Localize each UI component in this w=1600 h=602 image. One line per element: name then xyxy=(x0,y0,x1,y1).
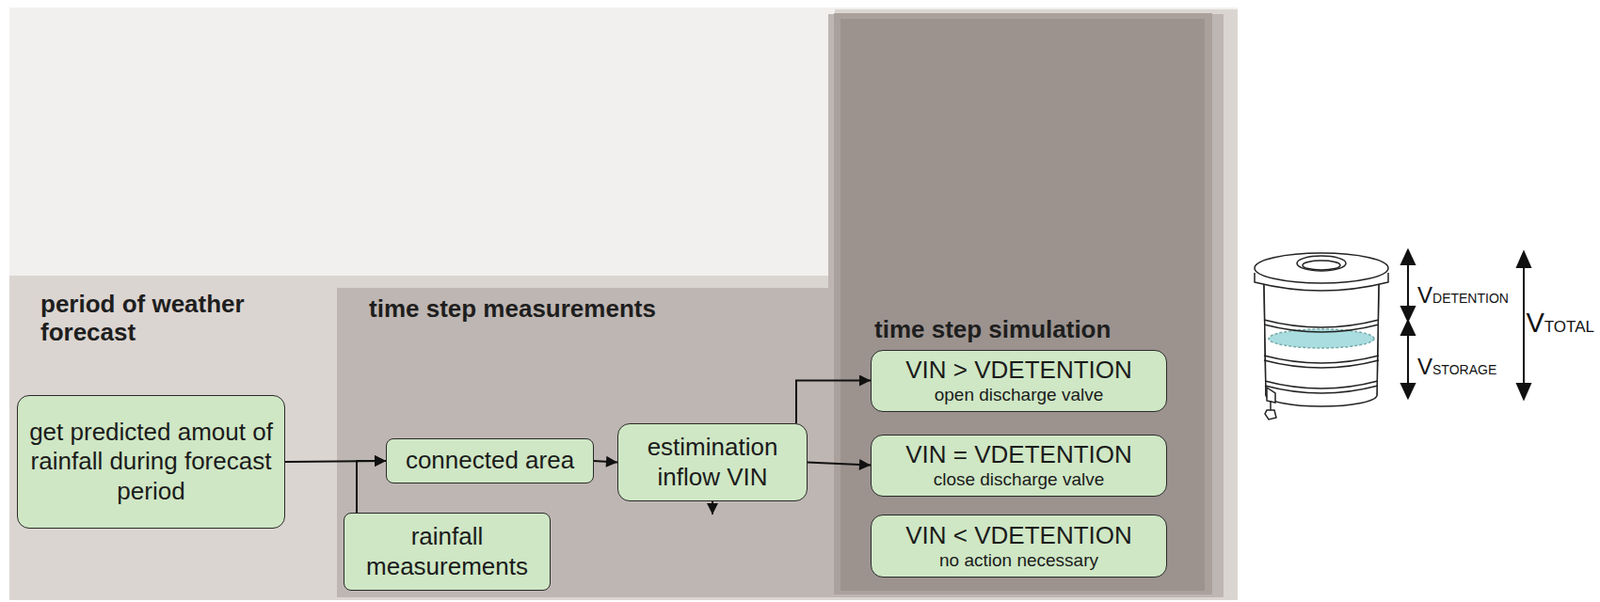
volume-label: VTOTAL xyxy=(1525,307,1595,339)
measurement-band: time step measurements time step simulati… xyxy=(336,288,1224,598)
box-text: connected area xyxy=(405,446,575,476)
flow-arrow xyxy=(356,461,386,513)
flow-arrow xyxy=(807,463,871,466)
flow-arrow xyxy=(593,461,618,464)
box-subtext: open discharge valve xyxy=(934,384,1104,406)
flow-arrow xyxy=(711,501,714,515)
process-box: get predicted amout of rainfall during f… xyxy=(16,395,286,529)
band-heading: time step simulation xyxy=(874,316,1111,345)
box-text: get predicted amout of rainfall during f… xyxy=(27,417,275,507)
simulation-band: time step simulationVIN > VDETENTIONopen… xyxy=(840,18,1205,592)
volume-label: VSTORAGE xyxy=(1417,353,1497,381)
simulation-panel xyxy=(840,18,1205,592)
dimension-arrows xyxy=(1401,250,1531,400)
process-box: connected area xyxy=(385,438,594,484)
process-box: VIN > VDETENTIONopen discharge valve xyxy=(870,350,1168,413)
band-heading: period of weather forecast xyxy=(40,290,281,348)
box-text: VIN < VDETENTION xyxy=(905,521,1133,551)
box-text: VIN > VDETENTION xyxy=(905,355,1133,385)
forecast-band: period of weather forecast time step meas… xyxy=(9,275,1238,601)
measurement-panel xyxy=(336,14,1224,598)
forecast-panel xyxy=(9,9,1238,601)
box-text: rainfall measurements xyxy=(353,522,541,581)
simulation-frame xyxy=(833,13,1213,595)
box-subtext: no action necessary xyxy=(939,550,1099,572)
process-box: VIN < VDETENTIONno action necessary xyxy=(870,514,1168,578)
rain-barrel xyxy=(1254,253,1389,420)
top-ground xyxy=(9,7,1238,601)
box-text: estimination inflow VIN xyxy=(627,432,798,492)
flow-arrow xyxy=(796,381,871,425)
box-subtext: close discharge valve xyxy=(933,469,1105,491)
process-box: VIN = VDETENTIONclose discharge valve xyxy=(870,434,1168,497)
process-box: estimination inflow VIN xyxy=(617,423,808,502)
box-text: VIN = VDETENTION xyxy=(905,440,1133,470)
band-heading: time step measurements xyxy=(368,295,656,324)
process-box: rainfall measurements xyxy=(343,512,551,592)
volume-label: VDETENTION xyxy=(1417,282,1509,309)
